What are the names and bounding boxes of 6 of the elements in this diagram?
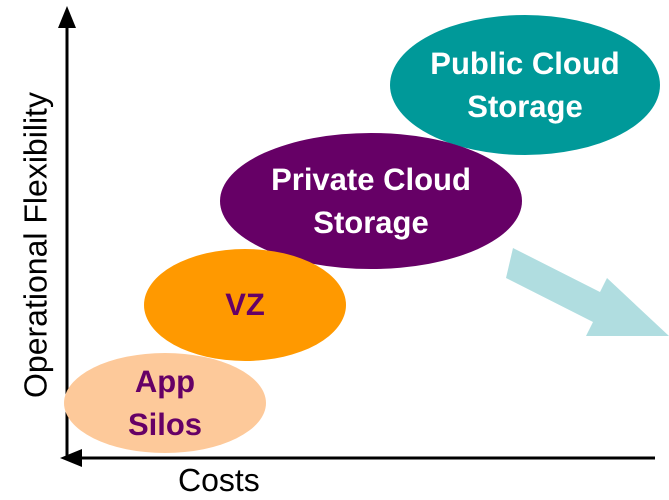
axis-title: Operational Flexibility <box>18 92 54 398</box>
node-label: Private Cloud Storage <box>270 160 472 242</box>
node-label: VZ <box>224 286 266 324</box>
axis-title: Costs <box>178 462 260 499</box>
node-label: App Silos <box>126 362 204 444</box>
node-label: Public Cloud Storage <box>429 44 621 126</box>
